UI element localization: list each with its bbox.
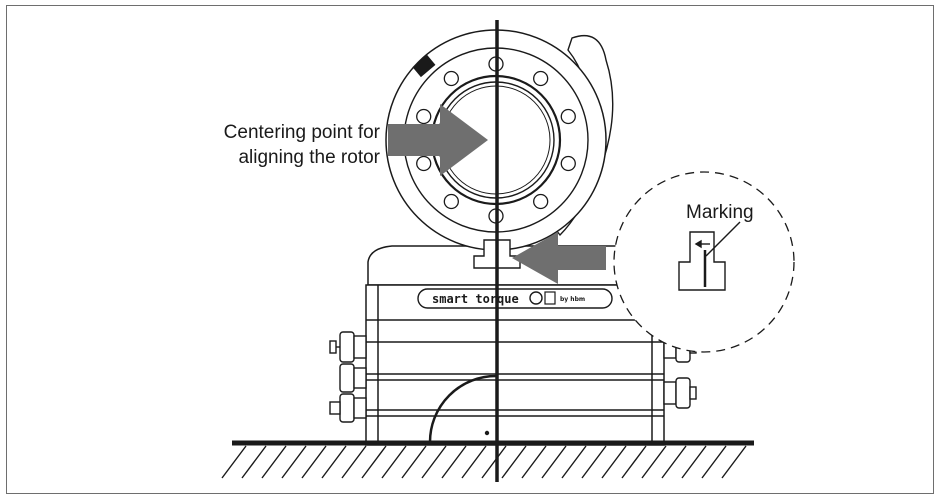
right-angle-dot [484, 430, 490, 436]
ground-hatching [221, 445, 747, 479]
right-angle-arc [428, 374, 498, 444]
marking-arrow [512, 232, 606, 284]
hatch-line [341, 445, 367, 479]
hatch-line [221, 445, 247, 479]
brand-text: smart torque [432, 292, 519, 306]
hatch-line [721, 445, 747, 479]
brand-plate: smart torque by hbm [417, 288, 613, 309]
hatch-line [661, 445, 687, 479]
hatch-line [421, 445, 447, 479]
hatch-line [461, 445, 487, 479]
hatch-line [621, 445, 647, 479]
marking-detail [678, 221, 741, 291]
hatch-line [281, 445, 307, 479]
hatch-line [301, 445, 327, 479]
marking-label: Marking [686, 202, 754, 223]
hatch-line [261, 445, 287, 479]
flange-bolt-hole [443, 70, 459, 87]
hatch-line [701, 445, 727, 479]
flange-bolt-hole [416, 108, 432, 125]
hatch-line [241, 445, 267, 479]
flange-bolt-hole [560, 155, 576, 172]
hatch-line [521, 445, 547, 479]
status-led-icon [529, 291, 543, 305]
brand-by-text: by hbm [560, 296, 585, 303]
hatch-line [401, 445, 427, 479]
flange-bolt-hole [416, 155, 432, 172]
hatch-line [441, 445, 467, 479]
left-connectors [329, 331, 367, 423]
hatch-line [601, 445, 627, 479]
hatch-line [561, 445, 587, 479]
hatch-line [681, 445, 707, 479]
flange-bolt-hole [533, 70, 549, 87]
hatch-line [581, 445, 607, 479]
flange-bolt-hole [560, 108, 576, 125]
hatch-line [501, 445, 527, 479]
hatch-line [361, 445, 387, 479]
hatch-line [541, 445, 567, 479]
hatch-line [481, 445, 507, 479]
hatch-line [641, 445, 667, 479]
flange-bolt-hole [533, 193, 549, 210]
flange-bolt-hole [443, 193, 459, 210]
centering-point-label: Centering point for aligning the rotor [223, 122, 380, 168]
marking-leader-line [705, 221, 741, 257]
hatch-line [381, 445, 407, 479]
hatch-line [321, 445, 347, 479]
centering-arrow [388, 104, 488, 176]
